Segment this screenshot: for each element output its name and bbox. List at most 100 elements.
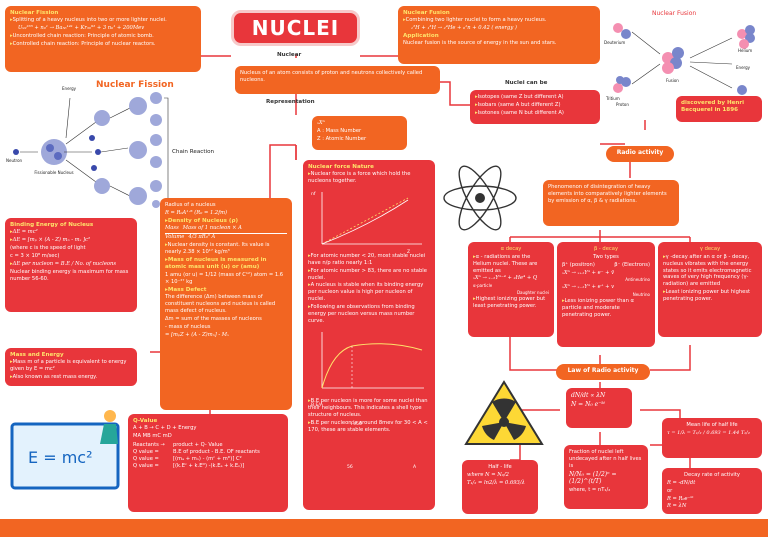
density-text: Nuclear density is constant. Its value i… bbox=[165, 242, 287, 256]
law-equation-box: dN/dt ∝ λN N = N₀ e⁻ᵏᵗ bbox=[566, 388, 632, 428]
decay-rate-box: Decay rate of activity R = -dN/dt or R =… bbox=[662, 468, 762, 514]
be-graph-fe: Fe56 bbox=[351, 422, 362, 427]
alpha-decay-text2: Highest ionizing power but least penetra… bbox=[473, 296, 549, 310]
fraction-box: Fraction of nuclei left undecayed after … bbox=[564, 445, 648, 509]
density-mass: Mass bbox=[165, 225, 179, 232]
discovery-text: discovered by Henri Becquerel in 1896 bbox=[681, 100, 745, 114]
fission-chain-label: Chain Reaction bbox=[172, 149, 215, 155]
binding-energy-box: Binding Energy of Nucleus ΔE = mc² ΔE = … bbox=[5, 218, 137, 312]
q-value-box: Q-Value A + B → C + D + Energy MA MB mC … bbox=[128, 414, 288, 512]
fission-text1: Splitting of a heavy nucleus into two or… bbox=[10, 17, 196, 24]
decay-rate-eq3: R = λN bbox=[667, 503, 687, 510]
alpha-decay-box: α decay α - radiations are the Helium nu… bbox=[468, 242, 554, 337]
density-volume-eq: 4/3 πR₀³ A bbox=[188, 233, 216, 240]
radioactive-icon bbox=[464, 380, 544, 445]
beta-decay-eq1: ₓXᴬ → ₓ₊₁Yᴬ + e⁻ + v̄ bbox=[562, 269, 615, 276]
decay-rate-title: Decay rate of activity bbox=[684, 472, 740, 478]
q-value-row-key: Q value = bbox=[133, 455, 159, 462]
nuclei-can-be-title: Nuclei can be bbox=[505, 80, 548, 86]
fission-text2: Uncontrolled chain reaction: Principle o… bbox=[10, 33, 196, 40]
atom-icon bbox=[443, 165, 517, 231]
half-life-text: where N = N₀/2 bbox=[467, 471, 509, 478]
mass-defect-eq3: = [mₚZ + (A - Z)mₙ] - Mₓ bbox=[165, 331, 229, 338]
nuclei-isotones: Isotones (same N but different A) bbox=[475, 110, 595, 117]
radius-equation: R = R₀A¹ᐟ³ (R₀ = 1.2fm) bbox=[165, 209, 228, 216]
fusion-energy-label: Energy bbox=[736, 65, 751, 70]
mean-life-title: Mean life of half life bbox=[686, 422, 738, 428]
beta-electron: β⁻ (Electrons) bbox=[614, 261, 650, 268]
alpha-decay-text1: α - radiations are the Helium nuclei. Th… bbox=[473, 254, 549, 275]
emc2-board-art bbox=[10, 410, 120, 490]
beta-decay-title: β - decay bbox=[593, 246, 619, 252]
fusion-helium-label: Helium bbox=[738, 48, 753, 53]
mass-defect-text: The difference (Δm) between mass of cons… bbox=[165, 294, 276, 315]
density-mass-eq: Mass of 1 nucleon × A bbox=[182, 225, 242, 232]
beta-positron: β⁺ (positron) bbox=[562, 261, 595, 268]
fraction-equation: N/N₀ = (1/2)ⁿ = (1/2)^(t/T) bbox=[569, 470, 617, 486]
gamma-decay-text1: γ -decay after an α or β - decay, nucleu… bbox=[663, 254, 757, 288]
discovery-box: discovered by Henri Becquerel in 1896 bbox=[676, 96, 762, 122]
fusion-deuterium-label: Deuterium bbox=[604, 40, 626, 45]
nuclei-isobars: Isobars (same A but different Z) bbox=[475, 102, 595, 109]
law-equation-2: N = N₀ e⁻ᵏᵗ bbox=[571, 400, 606, 408]
footer-bar bbox=[0, 519, 768, 537]
fission-diagram: Nuclear Fission Energy Neutron Fissionab… bbox=[6, 78, 216, 208]
emc2-illustration: E = mc² bbox=[6, 404, 126, 504]
nuclear-force-t6: B.E per nucleon is more for some nuclei … bbox=[308, 398, 430, 419]
density-title: Density of Nucleus (ρ) bbox=[165, 218, 287, 225]
mean-life-equation: τ = 1/λ = T₁/₂ / 0.693 = 1.44 T₁/₂ bbox=[667, 429, 750, 436]
fission-title: Nuclear Fission bbox=[10, 10, 59, 16]
binding-energy-l3: (where c is the speed of light bbox=[10, 245, 86, 252]
nuclei-isotopes: Isotopes (same Z but different A) bbox=[475, 94, 595, 101]
fraction-text1: Fraction of nuclei left undecayed after … bbox=[569, 449, 642, 469]
q-value-eq1: A + B → C + D + Energy bbox=[133, 425, 197, 432]
q-value-title: Q-Value bbox=[133, 418, 158, 424]
nucleus-intro-box: Nucleus of an atom consists of proton an… bbox=[235, 66, 440, 94]
half-life-equation: T₁/₂ = ln2/λ = 0.693/λ bbox=[467, 479, 525, 486]
mean-life-box: Mean life of half life τ = 1/λ = T₁/₂ / … bbox=[662, 418, 762, 458]
q-value-row: Q value =[(mₐ + mₙ) - (mᶜ + mᴰ)] C² bbox=[133, 456, 283, 463]
fusion-diagram-title: Nuclear Fusion bbox=[652, 10, 697, 17]
nuclear-force-t5: Following are observations from binding … bbox=[308, 304, 430, 325]
representation-z: Z : Atomic Number bbox=[317, 135, 367, 142]
be-graph-x1: 56 bbox=[347, 465, 353, 470]
beta-decay-eq2: ₓXᴬ → ₓ₋₁Yᴬ + e⁺ + v bbox=[562, 283, 615, 290]
beta-decay-sub2: Antineutrino bbox=[625, 277, 650, 283]
q-value-row: Q value = [(k.Eᶜ + k.Eᴰ) -(k.Eₐ + k.Eₙ)] bbox=[133, 463, 283, 470]
gamma-decay-title: γ decay bbox=[699, 246, 721, 252]
binding-energy-l2: ΔE = [mₚ × (A - Z) mₙ - mₓ ]c² bbox=[10, 237, 132, 244]
radius-box: Radius of a nucleus R = R₀A¹ᐟ³ (R₀ = 1.2… bbox=[160, 198, 292, 410]
fission-energy-label: Energy bbox=[62, 86, 77, 91]
decay-rate-or: or bbox=[667, 487, 673, 494]
beta-decay-sub: Two types bbox=[593, 253, 619, 260]
q-value-row-val: [(k.Eᶜ + k.Eᴰ) -(k.Eₐ + k.Eₙ)] bbox=[173, 462, 245, 469]
mass-defect-eq1: Δm = sum of the masses of nucleons bbox=[165, 315, 262, 322]
binding-energy-title: Binding Energy of Nucleus bbox=[10, 222, 94, 228]
gamma-decay-text2: Least ionizing power but highest penetra… bbox=[663, 289, 757, 303]
half-life-title: Half - life bbox=[488, 464, 512, 470]
q-value-row-key: Q value = bbox=[133, 462, 159, 469]
np-graph-y: nf bbox=[311, 192, 316, 197]
density-volume: Volume bbox=[165, 233, 185, 240]
binding-energy-l1: ΔE = mc² bbox=[10, 229, 132, 236]
page-title: NUCLEI bbox=[231, 10, 360, 46]
be-graph-y: B.E/A bbox=[311, 403, 323, 408]
gamma-decay-box: γ decay γ -decay after an α or β - decay… bbox=[658, 242, 762, 337]
nuclear-force-title: Nuclear force Nature bbox=[308, 164, 374, 170]
fusion-application-text: Nuclear fusion is the source of energy i… bbox=[403, 40, 557, 47]
fission-box: Nuclear Fission Splitting of a heavy nuc… bbox=[5, 6, 201, 72]
q-value-row-val: product + Q- Value bbox=[173, 442, 223, 449]
be-graph-x2: A bbox=[413, 465, 417, 470]
np-graph-x: Z bbox=[407, 250, 411, 255]
q-value-row: Reactants →product + Q- Value bbox=[133, 442, 283, 449]
beta-decay-text: Less ionizing power than α particle and … bbox=[562, 298, 650, 319]
nuclear-force-t7: B.E per nucleon is around 8mev for 30 < … bbox=[308, 420, 430, 434]
q-value-row-key: Q value = bbox=[133, 448, 159, 455]
mass-energy-title: Mass and Energy bbox=[10, 352, 64, 358]
nuclei-can-be-box: Isotopes (same Z but different A) Isobar… bbox=[470, 90, 600, 124]
q-value-eq2: MA MB mC mD bbox=[133, 433, 172, 440]
mass-energy-t2: Also known as rest mass energy. bbox=[10, 374, 132, 381]
emc2-text: E = mc² bbox=[28, 448, 93, 467]
